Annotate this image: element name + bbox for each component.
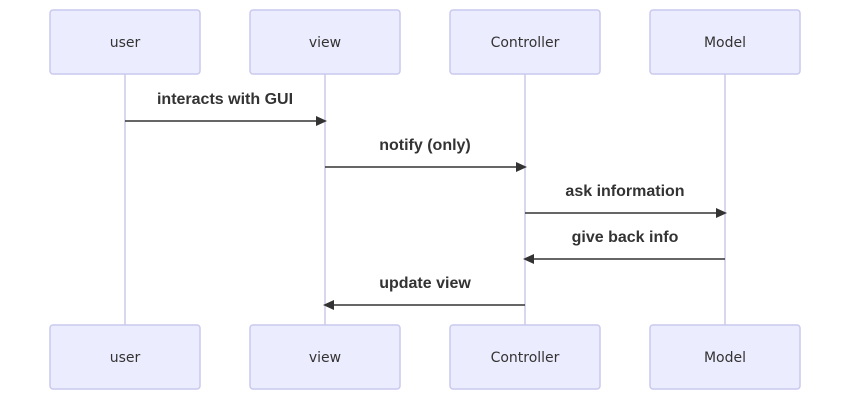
arrow-head [516, 162, 527, 172]
actor-label: Controller [491, 350, 560, 366]
message-4: give back info [523, 229, 725, 264]
message-2: notify (only) [325, 137, 527, 172]
actor-model-bottom: Model [649, 324, 801, 390]
actor-label: Model [704, 350, 746, 366]
actor-controller-bottom: Controller [449, 324, 601, 390]
message-1: interacts with GUI [125, 91, 327, 126]
message-label: interacts with GUI [157, 91, 293, 108]
message-label: update view [379, 275, 471, 292]
actor-label: Controller [491, 35, 560, 51]
actor-box [449, 9, 601, 75]
arrow-head [716, 208, 727, 218]
actor-box [649, 9, 801, 75]
actor-label: view [309, 35, 341, 51]
actor-model-top: Model [649, 9, 801, 75]
actor-box [649, 324, 801, 390]
message-5: update view [323, 275, 525, 310]
actor-label: user [110, 350, 141, 366]
actor-box [249, 324, 401, 390]
actor-box [249, 9, 401, 75]
message-label: give back info [572, 229, 679, 246]
actor-box [49, 324, 201, 390]
message-label: notify (only) [379, 137, 471, 154]
actor-box [49, 9, 201, 75]
actor-label: view [309, 350, 341, 366]
arrow-head [323, 300, 334, 310]
arrow-head [523, 254, 534, 264]
actor-label: user [110, 35, 141, 51]
actor-user-bottom: user [49, 324, 201, 390]
actor-user-top: user [49, 9, 201, 75]
actor-controller-top: Controller [449, 9, 601, 75]
actor-box [449, 324, 601, 390]
message-3: ask information [525, 183, 727, 218]
actor-view-bottom: view [249, 324, 401, 390]
actor-view-top: view [249, 9, 401, 75]
actor-label: Model [704, 35, 746, 51]
arrow-head [316, 116, 327, 126]
message-label: ask information [565, 183, 684, 200]
